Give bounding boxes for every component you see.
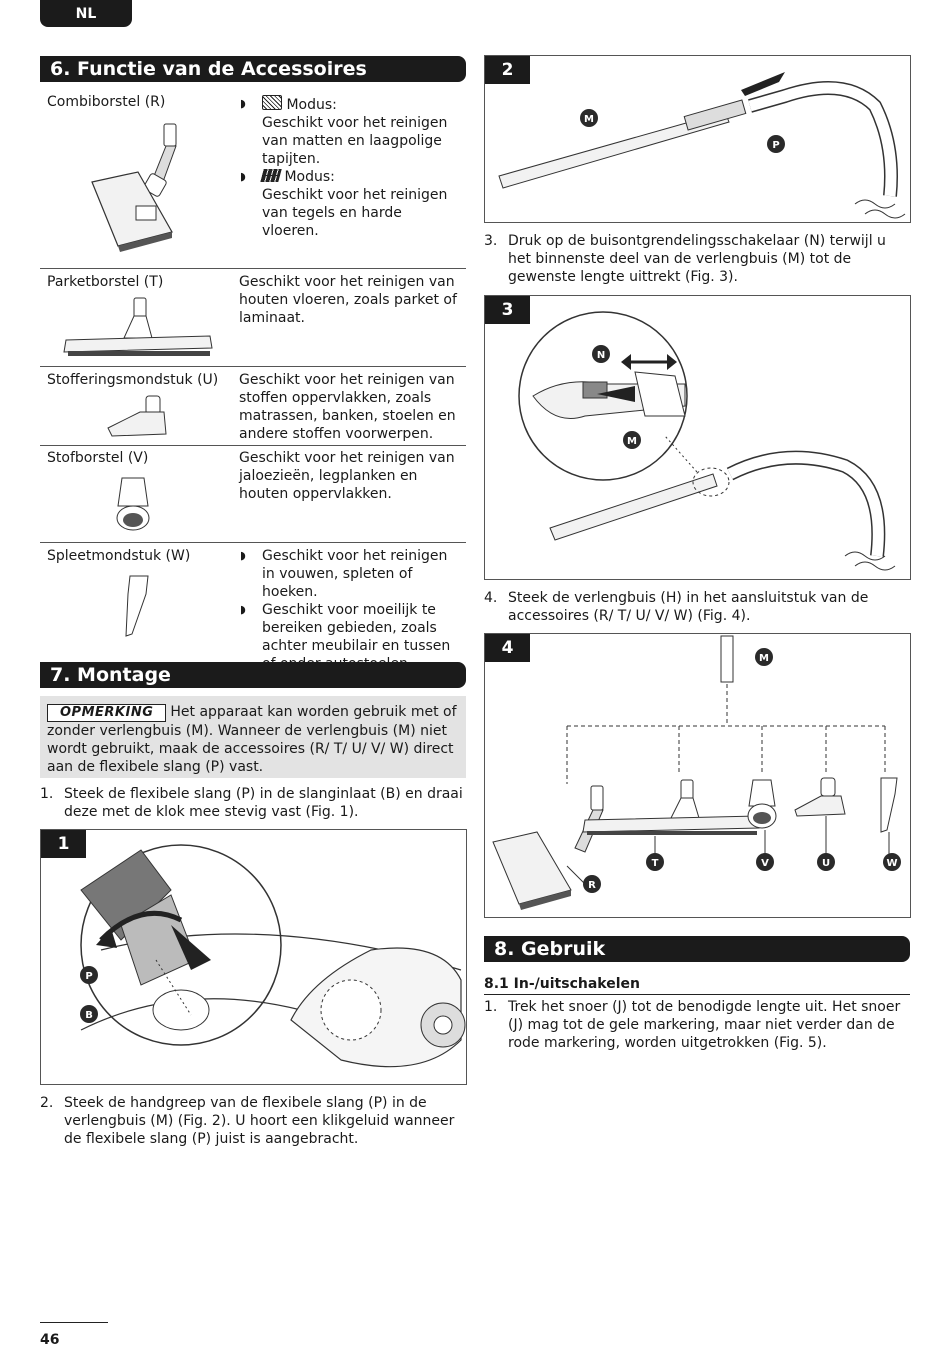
- callout-label: M: [759, 653, 769, 664]
- parquet-brush-image: [63, 297, 213, 356]
- accessory-name-parketborstel: Parketborstel (T): [47, 274, 164, 290]
- callout-label: U: [822, 858, 830, 869]
- callout-label: T: [652, 858, 659, 869]
- step-number: 1.: [484, 999, 498, 1015]
- bullet-icon: ◗: [240, 603, 246, 616]
- step-text: Trek het snoer (J) tot de benodigde leng…: [508, 999, 901, 1051]
- section-8-title: 8. Gebruik: [484, 936, 910, 962]
- callout-label: R: [588, 880, 596, 891]
- subsection-rule: [484, 994, 910, 995]
- callout-label: P: [772, 140, 779, 151]
- figure-2-illustration: M P: [498, 72, 906, 219]
- step-text: Druk op de buisontgrendelingsschakelaar …: [508, 233, 886, 285]
- callout-label: V: [761, 858, 769, 869]
- figure-1-illustration: P B: [80, 844, 466, 1068]
- step-2: 2. Steek de handgreep van de flexibele s…: [40, 1094, 466, 1148]
- figure-3: 3 N M: [484, 295, 911, 580]
- crevice-nozzle-image: [125, 575, 149, 637]
- page-number: 46: [40, 1332, 60, 1348]
- figure-4: 4 M R T V U W: [484, 633, 911, 918]
- figure-1: 1 P B: [40, 829, 467, 1085]
- spleetmondstuk-bullets: ◗ Geschikt voor het reinigen in vouwen, …: [240, 547, 462, 673]
- subsection-title: 8.1 In-/uitschakelen: [484, 976, 640, 992]
- mode-label: Modus:: [286, 97, 337, 113]
- row-divider: [40, 366, 466, 367]
- row-divider: [40, 542, 466, 543]
- bullet-text: Geschikt voor het reinigen in vouwen, sp…: [262, 548, 448, 600]
- bullet-icon: ◗: [240, 170, 246, 183]
- accessory-name-stofborstel: Stofborstel (V): [47, 450, 149, 466]
- note-label: OPMERKING: [47, 704, 167, 722]
- accessory-name-stofferingsmondstuk: Stofferingsmondstuk (U): [47, 372, 219, 388]
- mode-label: Modus:: [284, 169, 335, 185]
- footer-rule: [40, 1322, 108, 1323]
- callout-label: M: [584, 114, 594, 125]
- carpet-mode-icon: [262, 95, 282, 110]
- callout-label: P: [85, 971, 92, 982]
- figure-2: 2 M P: [484, 55, 911, 223]
- bullet-icon: ◗: [240, 549, 246, 562]
- step-3: 3. Druk op de buisontgrendelingsschakela…: [484, 232, 910, 286]
- step-text: Steek de verlengbuis (H) in het aansluit…: [508, 590, 869, 624]
- bullet-icon: ◗: [240, 97, 246, 110]
- callout-label: N: [597, 350, 605, 361]
- stofborstel-description: Geschikt voor het reinigen van jaloezieë…: [239, 450, 455, 502]
- step-number: 4.: [484, 590, 498, 606]
- callout-label: W: [886, 858, 897, 869]
- upholstery-nozzle-image: [107, 395, 167, 437]
- gebruik-step-1: 1. Trek het snoer (J) tot de benodigde l…: [484, 998, 910, 1052]
- parketborstel-description: Geschikt voor het reinigen van houten vl…: [239, 274, 457, 326]
- callout-label: B: [85, 1010, 93, 1021]
- figure-number: 3: [485, 296, 530, 324]
- step-1: 1. Steek de flexibele slang (P) in de sl…: [40, 785, 466, 821]
- step-4: 4. Steek de verlengbuis (H) in het aansl…: [484, 589, 910, 625]
- bullet-text: Geschikt voor het reinigen van tegels en…: [262, 187, 448, 239]
- figure-number: 2: [485, 56, 530, 84]
- section-7-title: 7. Montage: [40, 662, 466, 688]
- step-number: 1.: [40, 786, 54, 802]
- step-text: Steek de flexibele slang (P) in de slang…: [64, 786, 463, 820]
- combiborstel-bullets: ◗ Modus: Geschikt voor het reinigen van …: [240, 95, 455, 240]
- callout-label: M: [627, 436, 637, 447]
- section-6-title: 6. Functie van de Accessoires: [40, 56, 466, 82]
- stofferingsmondstuk-description: Geschikt voor het reinigen van stoffen o…: [239, 372, 456, 442]
- language-tab: NL: [40, 0, 132, 27]
- figure-4-illustration: M R T V U W: [492, 635, 901, 910]
- step-text: Steek de handgreep van de flexibele slan…: [64, 1095, 455, 1147]
- dust-brush-image: [116, 477, 150, 531]
- figure-3-illustration: N M: [518, 311, 896, 571]
- bullet-text: Geschikt voor het reinigen van matten en…: [262, 115, 448, 167]
- note-text: Het apparaat kan worden gebruik met of z…: [47, 704, 457, 775]
- figure-number: 1: [41, 830, 86, 858]
- row-divider: [40, 445, 466, 446]
- step-number: 2.: [40, 1095, 54, 1111]
- accessory-name-spleetmondstuk: Spleetmondstuk (W): [47, 548, 191, 564]
- accessory-name-combiborstel: Combiborstel (R): [47, 94, 166, 110]
- figure-number: 4: [485, 634, 530, 662]
- step-number: 3.: [484, 233, 498, 249]
- row-divider: [40, 268, 466, 269]
- combi-brush-image: [91, 123, 177, 252]
- hard-floor-mode-icon: [260, 169, 282, 182]
